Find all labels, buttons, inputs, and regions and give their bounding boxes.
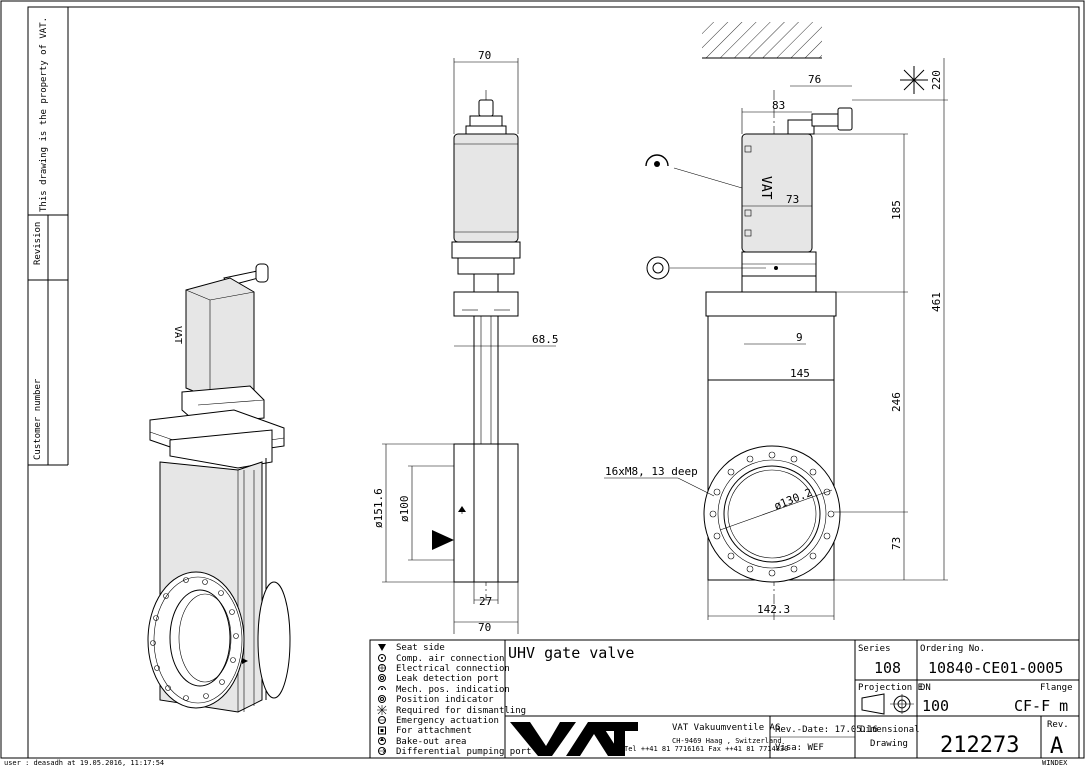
ordering-value: 10840-CE01-0005 (928, 659, 1063, 677)
dismantling-icon (377, 705, 387, 715)
front-dim-73-actuator: 73 (786, 193, 799, 206)
user-stamp: user : deasadh at 19.05.2016, 11:17:54 (4, 759, 164, 767)
front-dim-142-3: 142.3 (757, 603, 790, 616)
rev-value: A (1050, 734, 1063, 759)
left-margin: This drawing is the property of VAT. Rev… (28, 7, 69, 466)
legend-label-4: Mech. pos. indication (396, 685, 510, 695)
front-dim-76: 76 (808, 73, 821, 86)
front-dim-220: 220 (930, 70, 943, 90)
visa: Visa: WEF (775, 743, 824, 753)
svg-text:VAT: VAT (758, 176, 773, 200)
side-dim-70-top: 70 (478, 49, 491, 62)
vat-logo (510, 722, 638, 756)
series-value: 108 (874, 659, 901, 677)
dismantling-star-icon (900, 66, 928, 94)
front-dim-246: 246 (890, 392, 903, 412)
side-dim-dia-100: ø100 (398, 496, 411, 523)
legend-label-9: Bake-out area (396, 737, 466, 747)
dn-label: DN (920, 683, 931, 693)
leak-port-icon (378, 674, 386, 682)
bolt-holes (709, 451, 835, 577)
rev-date: Rev.-Date: 17.05.16 (775, 725, 878, 735)
front-dim-185: 185 (890, 200, 903, 220)
rev-label: Rev. (1047, 720, 1069, 730)
front-dim-73-lower: 73 (890, 537, 903, 550)
drawing-number: 212273 (940, 733, 1019, 758)
legend-label-10: Differential pumping port (396, 747, 531, 757)
seat-side-marker-icon (432, 530, 454, 550)
flange-value: CF-F m (1014, 697, 1068, 715)
flange-label: Flange (1040, 683, 1073, 693)
front-view: VAT 76 83 73 (604, 22, 948, 620)
bakeout-icon (378, 737, 386, 745)
dn-value: 100 (922, 697, 949, 715)
side-view: 70 68.5 ø151.6 ø100 27 70 (372, 49, 559, 634)
mech-pos-icon (378, 686, 386, 691)
pos-indicator-icon (378, 695, 386, 703)
legend-label-2: Electrical connection (396, 664, 510, 674)
front-dim-461: 461 (930, 292, 943, 312)
legend-label-1: Comp. air connection (396, 654, 504, 664)
drawing-title: UHV gate valve (508, 644, 634, 662)
legend-label-3: Leak detection port (396, 674, 499, 684)
mech-pos-callout-icon (645, 154, 743, 189)
svg-text:VAT: VAT (172, 326, 183, 344)
side-dim-dia-151-6: ø151.6 (372, 488, 385, 528)
series-label: Series (858, 644, 891, 654)
title-block: UHV gate valve Series 108 Ordering No. 1… (504, 639, 1080, 759)
legend-label-5: Position indicator (396, 695, 494, 705)
corner-code: WINDEX (1042, 759, 1068, 767)
legend-label-7: Emergency actuation (396, 716, 499, 726)
customer-number-label: Customer number (33, 378, 43, 460)
position-indicator-callout-icon (646, 256, 766, 280)
company-phone: Tel ++41 81 7716161 Fax ++41 81 7714830 (624, 745, 788, 753)
side-dim-68-5: 68.5 (532, 333, 559, 346)
projection-symbol-icon (861, 693, 914, 715)
doc-type-line-2: Drawing (870, 739, 908, 749)
comp-air-icon (378, 654, 386, 662)
revision-label: Revision (33, 222, 43, 265)
company-address: CH-9469 Haag , Switzerland (672, 737, 782, 745)
attachment-icon (378, 726, 386, 735)
emergency-icon (378, 716, 386, 724)
doc-type-line-1: Dimensional (860, 725, 920, 735)
isometric-view: VAT (147, 263, 291, 713)
front-dim-145: 145 (790, 367, 810, 380)
front-thread-callout: 16xM8, 13 deep (605, 465, 698, 478)
side-dim-27: 27 (479, 595, 492, 608)
legend-box: Seat side Comp. air connection Electrica… (369, 639, 531, 759)
seat-side-icon (378, 644, 386, 651)
property-note: This drawing is the property of VAT. (39, 17, 49, 212)
ordering-label: Ordering No. (920, 644, 985, 654)
diff-pump-icon (378, 747, 386, 755)
projection-label: Projection E (858, 683, 923, 693)
electrical-icon (378, 664, 386, 672)
front-dim-83: 83 (772, 99, 785, 112)
legend-label-8: For attachment (396, 726, 472, 736)
legend-label-6: Required for dismantling (396, 706, 526, 716)
side-dim-70-bottom: 70 (478, 621, 491, 634)
front-dim-9: 9 (796, 331, 803, 344)
wall-hatch (702, 22, 822, 58)
legend-label-0: Seat side (396, 643, 445, 653)
company-name: VAT Vakuumventile AG (672, 723, 780, 733)
